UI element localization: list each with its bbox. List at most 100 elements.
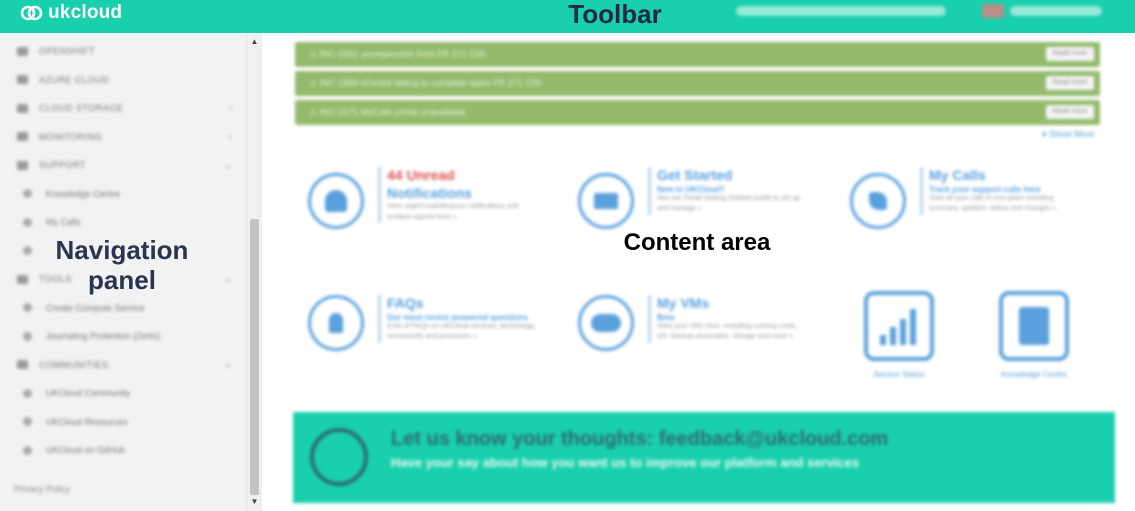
service-status-link[interactable]: Service Status (873, 370, 925, 379)
chevron-icon[interactable]: › (228, 102, 232, 114)
alert-banner: ⚠ INC-1561 unresponsive from FR 271 C06 … (295, 42, 1100, 67)
nav-item-label: Monitoring (39, 131, 103, 142)
show-more-link[interactable]: ▾ Show More (1042, 129, 1095, 139)
alert-text: ⚠ INC-1569 vCentre failing to complete t… (309, 78, 542, 88)
nav-item-label: Azure Cloud (39, 74, 110, 85)
nav-item-icon (23, 303, 32, 312)
nav-section[interactable]: Monitoring › (0, 123, 246, 151)
nav-item-label: UKCloud Resources (46, 416, 128, 427)
getting-started-icon[interactable] (578, 173, 634, 229)
tile-title: FAQs (387, 295, 424, 311)
nav-item-icon (17, 103, 28, 113)
nav-item-icon (17, 360, 28, 369)
knowledge-centre-link[interactable]: Knowledge Centre (1001, 370, 1067, 379)
alert-banner: ⚠ INC-1569 vCentre failing to complete t… (295, 71, 1100, 96)
nav-item-label: Create Compute Service (46, 302, 145, 313)
read-more-button[interactable]: Read more (1046, 105, 1094, 119)
phone-icon[interactable] (850, 173, 906, 229)
get-started-tile[interactable]: Get Started New to UKCloud? See our Port… (648, 167, 807, 215)
nav-item-icon (23, 388, 32, 398)
privacy-policy-link[interactable]: Privacy Policy (14, 484, 71, 494)
chevron-icon[interactable]: ⌄ (223, 159, 232, 171)
tile-subtitle: Track your support calls here (929, 184, 1041, 194)
tile-subtitle: Beta (657, 312, 675, 322)
tile-title: Get Started (657, 167, 733, 183)
scroll-thumb[interactable] (250, 219, 259, 495)
unread-count: 44 Unread (387, 167, 455, 183)
nav-item-icon (23, 331, 32, 341)
nav-subitem[interactable]: UKCloud Community (0, 379, 246, 407)
nav-item-icon (23, 217, 32, 227)
nav-section[interactable]: Communities ⌄ (0, 351, 246, 379)
nav-item-label: UKCloud on GitHub (46, 445, 126, 455)
tile-description: A list of FAQs on UKCloud services, tech… (387, 322, 536, 341)
nav-item-icon (17, 274, 28, 284)
nav-section[interactable]: Support ⌄ (0, 151, 246, 179)
nav-subitem[interactable]: UKCloud Resources (0, 408, 246, 436)
faqs-tile[interactable]: FAQs Our most recent answered questions … (378, 295, 537, 343)
my-calls-tile[interactable]: My Calls Track your support calls here V… (920, 167, 1079, 215)
ukcloud-logo-icon (20, 5, 43, 21)
nav-item-label: Communities (39, 359, 109, 370)
nav-item-icon (23, 246, 32, 255)
alert-banner: ⚠ INC-1571 MyCalls portal unavailable Re… (295, 100, 1100, 125)
tile-subtitle: Our most recent answered questions (387, 312, 528, 322)
scroll-down-arrow-icon[interactable]: ▼ (250, 497, 259, 506)
nav-item-icon (17, 46, 28, 56)
nav-subitem[interactable]: Journaling Protection (Zerto) (0, 322, 246, 350)
nav-item-label: Support (39, 160, 86, 170)
nav-section[interactable]: Tools⌄ (0, 265, 246, 293)
nav-subitem[interactable] (0, 237, 246, 265)
nav-item-label: UKCloud Community (46, 388, 131, 398)
content-area: ⚠ INC-1561 unresponsive from FR 271 C06 … (262, 33, 1135, 511)
nav-subitem[interactable]: My Calls (0, 208, 246, 236)
account-selector[interactable] (736, 6, 946, 16)
sidebar-scrollbar[interactable]: ▲ ▼ (246, 33, 262, 511)
brand-name: ukcloud (48, 2, 123, 23)
ukcloud-logo[interactable]: ukcloud (20, 2, 122, 24)
nav-item-icon (17, 132, 28, 141)
nav-item-label: My Calls (46, 217, 81, 227)
question-mark-icon[interactable] (308, 295, 364, 351)
nav-section[interactable]: OpenShift (0, 37, 246, 65)
book-graphic (1019, 307, 1049, 345)
notifications-tile[interactable]: 44 Unread Notifications View urgent main… (378, 167, 537, 223)
my-vms-tile[interactable]: My VMs Beta View your VMs here. Includin… (648, 295, 807, 343)
alert-text: ⚠ INC-1561 unresponsive from FR 271 C06 (309, 49, 486, 59)
nav-subitem[interactable]: Create Compute Service (0, 294, 246, 322)
nav-subitem[interactable]: UKCloud on GitHub (0, 436, 246, 464)
nav-item-icon (17, 75, 28, 84)
nav-item-icon (23, 189, 32, 198)
tile-title: My VMs (657, 295, 710, 311)
tile-title: My Calls (929, 167, 986, 183)
nav-subitem[interactable]: Knowledge Centre (0, 180, 246, 208)
nav-section[interactable]: Cloud Storage› (0, 94, 246, 122)
nav-item-label: OpenShift (39, 46, 96, 56)
chevron-icon[interactable]: ⌄ (223, 273, 232, 285)
alert-text: ⚠ INC-1571 MyCalls portal unavailable (309, 107, 466, 117)
bell-icon[interactable] (308, 173, 364, 229)
cloud-icon[interactable] (578, 295, 634, 351)
tile-subtitle: New to UKCloud? (657, 184, 725, 194)
nav-item-icon (23, 417, 32, 426)
user-menu[interactable] (1010, 6, 1102, 16)
lightbulb-icon (310, 428, 368, 486)
feedback-title: Let us know your thoughts: feedback@ukcl… (391, 428, 889, 450)
book-icon[interactable] (999, 291, 1069, 361)
nav-item-label: Journaling Protection (Zerto) (46, 331, 161, 341)
chevron-icon[interactable]: › (228, 131, 232, 142)
feedback-banner[interactable]: Let us know your thoughts: feedback@ukcl… (293, 412, 1115, 503)
tile-description: View your VMs here. Including running co… (657, 322, 797, 341)
user-avatar[interactable] (982, 4, 1004, 18)
nav-section[interactable]: Azure Cloud (0, 66, 246, 94)
tile-description: View urgent maintenance notifications an… (387, 203, 519, 221)
navigation-panel-annotation: Navigation panel (55, 235, 189, 295)
chevron-icon[interactable]: ⌄ (223, 359, 232, 370)
scroll-up-arrow-icon[interactable]: ▲ (250, 37, 259, 46)
read-more-button[interactable]: Read more (1046, 47, 1094, 61)
toolbar: ukcloud (0, 0, 1135, 33)
read-more-button[interactable]: Read more (1046, 76, 1094, 90)
navigation-panel: OpenShiftAzure CloudCloud Storage›Monito… (0, 33, 262, 511)
signal-bars-icon[interactable] (864, 291, 934, 361)
